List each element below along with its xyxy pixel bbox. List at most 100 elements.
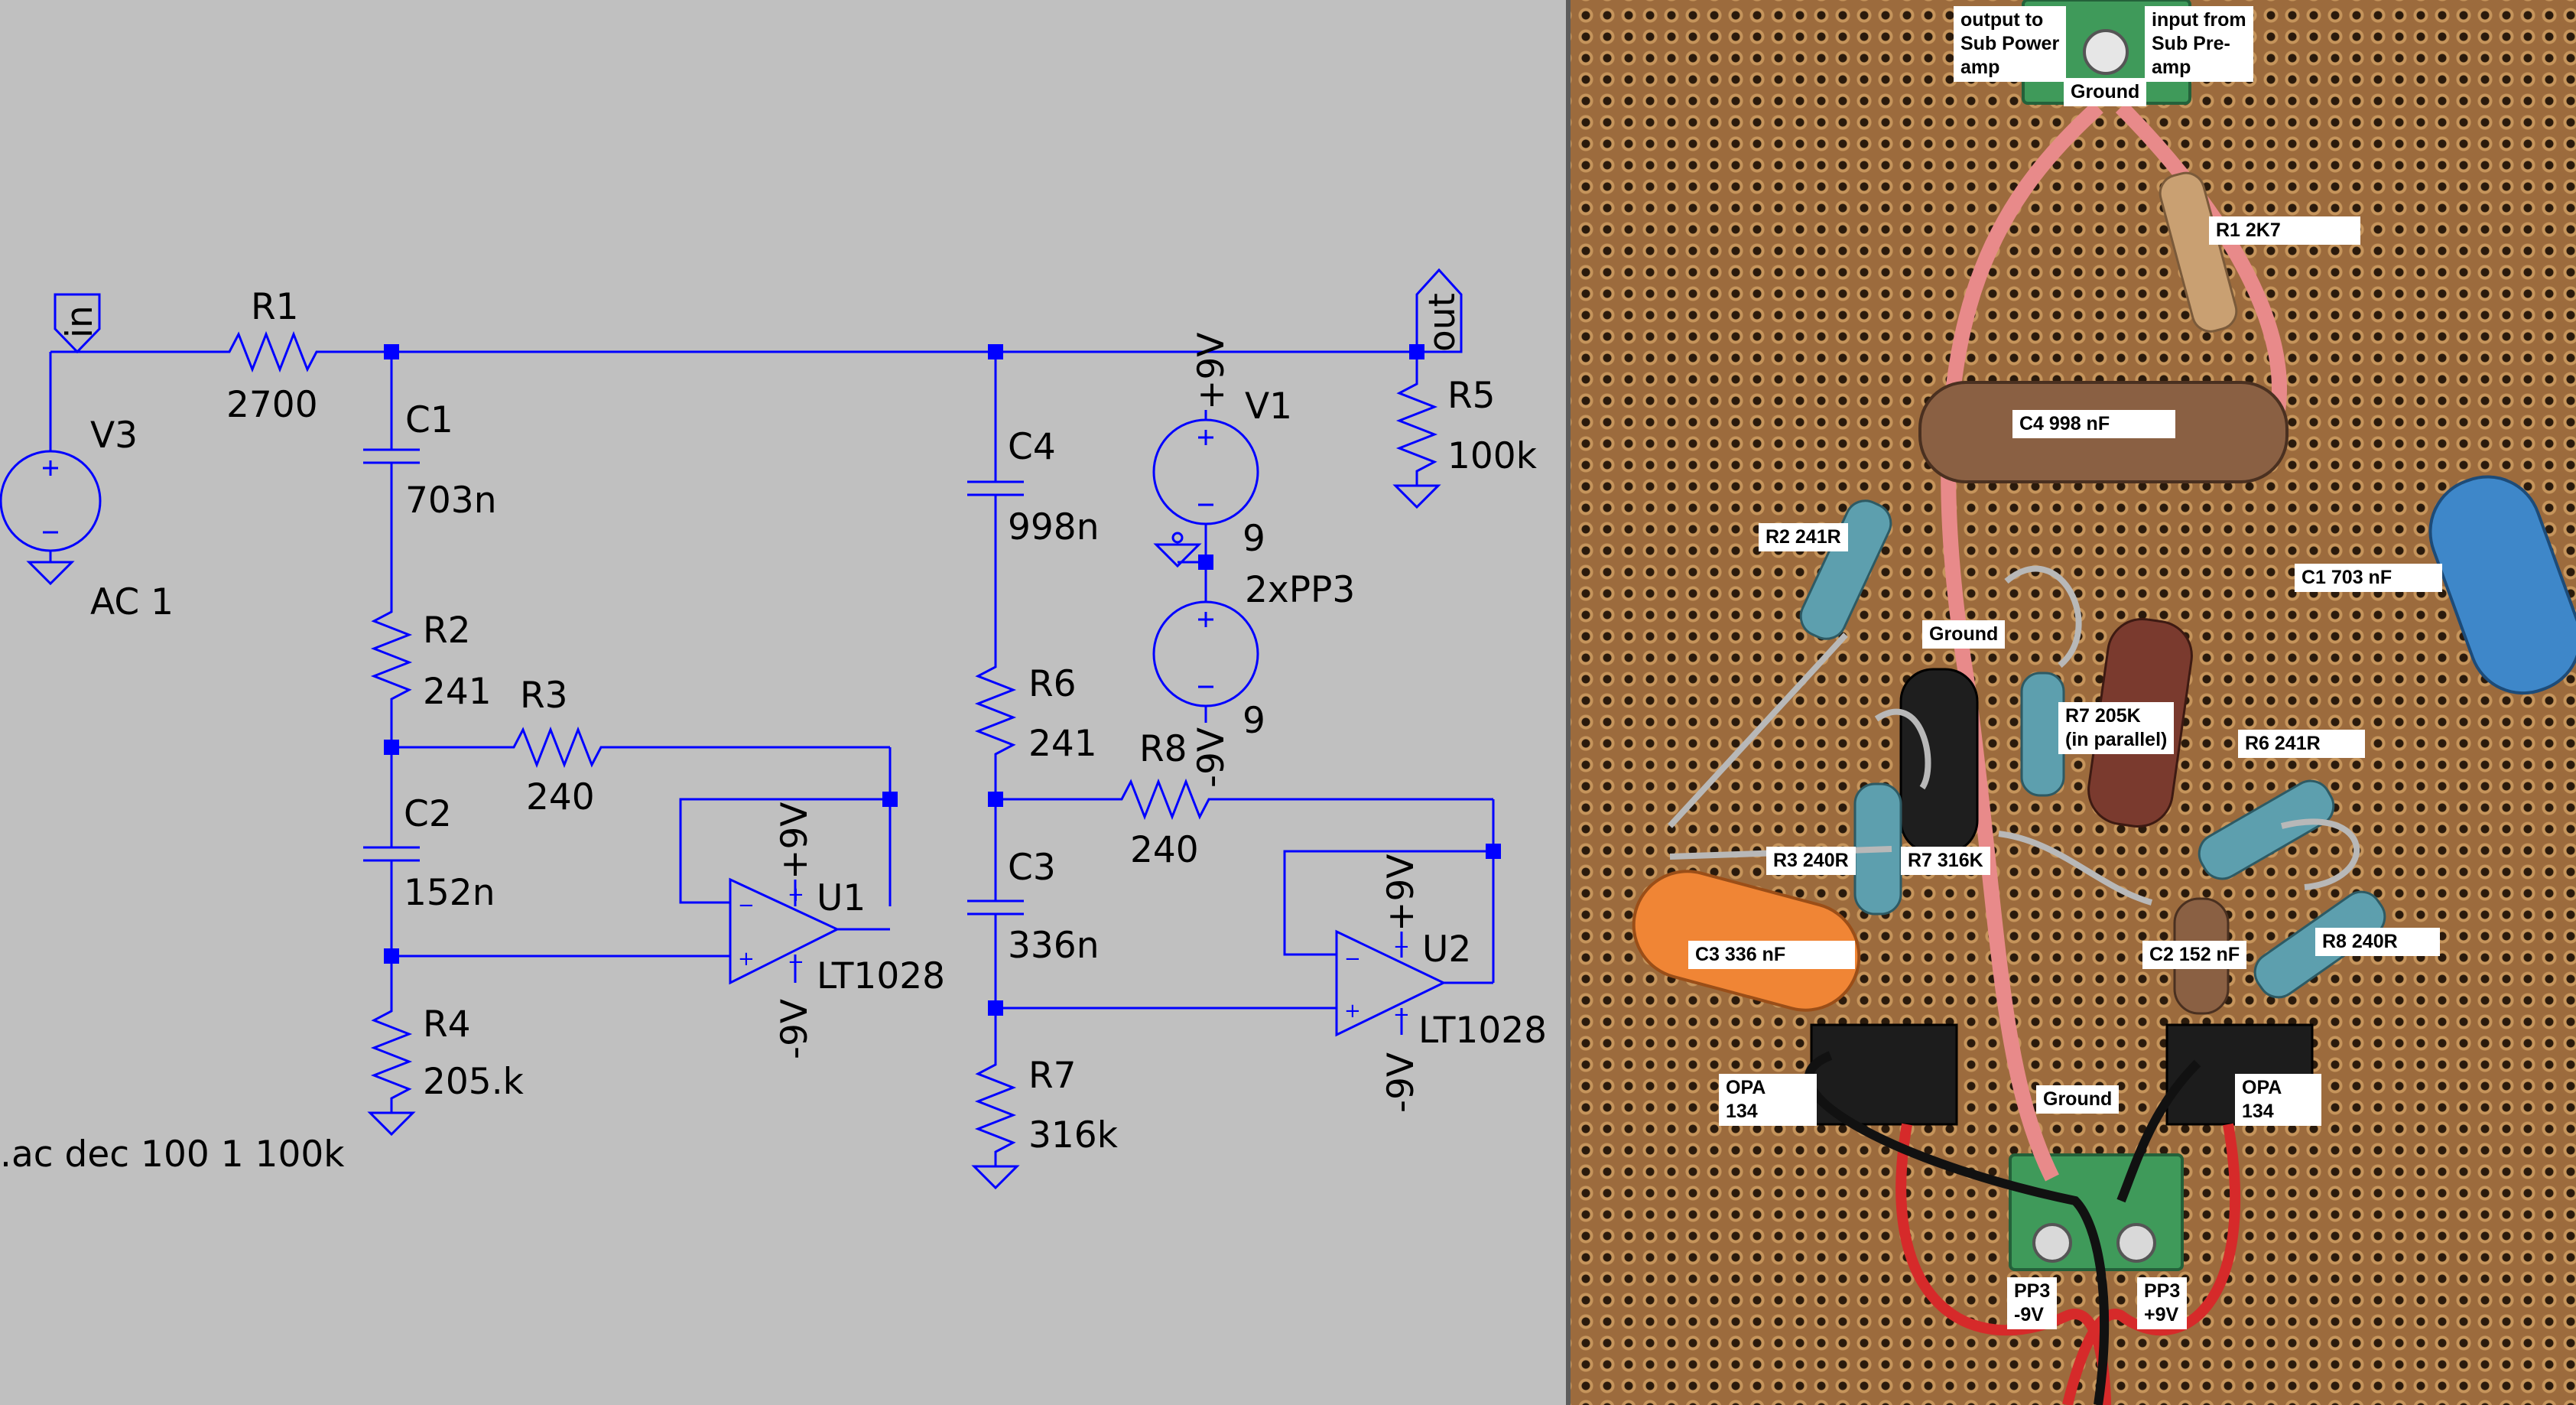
c1-value: 703n bbox=[405, 480, 497, 522]
capacitor-c1[interactable] bbox=[363, 448, 420, 464]
r1-value: 2700 bbox=[226, 384, 318, 426]
r2-value: 241 bbox=[423, 671, 492, 713]
c1-name: C1 bbox=[405, 399, 453, 441]
label-r3: R3 240R bbox=[1766, 847, 1856, 875]
label-r7a: R7 205K (in parallel) bbox=[2058, 702, 2175, 754]
u2-value: LT1028 bbox=[1418, 1010, 1547, 1052]
terminal-screw-top bbox=[2083, 29, 2129, 75]
c4-name: C4 bbox=[1008, 426, 1056, 468]
opamp-u1[interactable]: − + + − bbox=[729, 877, 840, 985]
v1-value-bottom: 9 bbox=[1243, 700, 1265, 742]
terminal-screw-bottom-right bbox=[2116, 1223, 2156, 1263]
v1-value-top: 9 bbox=[1243, 518, 1265, 560]
resistor-mid-body bbox=[2020, 672, 2065, 797]
v3-name: V3 bbox=[90, 415, 138, 457]
r5-value: 100k bbox=[1447, 435, 1538, 477]
svg-text:+: + bbox=[1344, 1000, 1361, 1023]
c4-value: 998n bbox=[1008, 506, 1100, 548]
label-r7b: R7 316K bbox=[1901, 847, 1990, 875]
label-r2: R2 241R bbox=[1759, 523, 1848, 551]
u1-value: LT1028 bbox=[817, 955, 945, 997]
label-ground-mid: Ground bbox=[1922, 620, 2006, 649]
label-opa-right: OPA 134 bbox=[2235, 1074, 2321, 1126]
r4-name: R4 bbox=[423, 1003, 471, 1046]
v1-plus-label: +9V bbox=[1191, 333, 1233, 410]
capacitor-c1-body bbox=[2428, 475, 2576, 695]
resistor-r4[interactable] bbox=[370, 1002, 413, 1107]
label-r8: R8 240R bbox=[2315, 928, 2440, 956]
panel-divider bbox=[1566, 0, 1571, 1405]
u1-plus-supply: +9V bbox=[774, 802, 816, 880]
label-opa-left: OPA 134 bbox=[1719, 1074, 1817, 1126]
capacitor-c4[interactable] bbox=[967, 480, 1024, 496]
v1-name: V1 bbox=[1245, 385, 1292, 428]
schematic-canvas: in out V3 AC 1 R1 2700 C1 703n R2 241 C2… bbox=[0, 268, 1547, 1190]
u1-minus-supply: -9V bbox=[774, 999, 816, 1059]
label-input: input from Sub Pre- amp bbox=[2145, 6, 2253, 82]
c2-name: C2 bbox=[404, 793, 452, 835]
resistor-r1[interactable] bbox=[218, 330, 329, 373]
stripboard-photo: output to Sub Power amp input from Sub P… bbox=[1571, 0, 2576, 1405]
u1-name: U1 bbox=[817, 877, 866, 919]
terminal-screw-bottom-left bbox=[2032, 1223, 2072, 1263]
v1-minus-label: -9V bbox=[1191, 727, 1233, 788]
svg-text:in: in bbox=[59, 305, 101, 338]
r6-name: R6 bbox=[1028, 663, 1077, 705]
r2-name: R2 bbox=[423, 610, 471, 652]
schematic-panel: in out V3 AC 1 R1 2700 C1 703n R2 241 C2… bbox=[0, 268, 1548, 1190]
black-wire-right bbox=[2116, 1059, 2201, 1203]
u2-minus-supply: -9V bbox=[1380, 1052, 1422, 1113]
junction-dots bbox=[384, 344, 1501, 1016]
label-c1: C1 703 nF bbox=[2295, 564, 2442, 592]
label-r6: R6 241R bbox=[2238, 730, 2365, 758]
r8-name: R8 bbox=[1139, 728, 1187, 770]
resistor-r3[interactable] bbox=[505, 726, 612, 769]
label-pp3-minus: PP3 -9V bbox=[2007, 1277, 2058, 1329]
ground-r7 bbox=[971, 1165, 1020, 1190]
label-pp3-plus: PP3 +9V bbox=[2137, 1277, 2188, 1329]
c3-value: 336n bbox=[1008, 925, 1100, 967]
pink-wire-left bbox=[1941, 101, 2103, 1182]
r7-name: R7 bbox=[1028, 1055, 1077, 1097]
input-net-label[interactable]: in bbox=[54, 293, 101, 354]
resistor-r6[interactable] bbox=[974, 658, 1017, 763]
label-c3: C3 336 nF bbox=[1688, 941, 1855, 969]
capacitor-c3[interactable] bbox=[967, 899, 1024, 916]
wire-u1-feedback bbox=[679, 798, 890, 904]
r8-value: 240 bbox=[1130, 829, 1199, 871]
source-v1[interactable] bbox=[1152, 410, 1259, 723]
resistor-r5[interactable] bbox=[1395, 375, 1438, 480]
c3-name: C3 bbox=[1008, 847, 1056, 889]
r3-value: 240 bbox=[526, 776, 595, 818]
r5-name: R5 bbox=[1447, 375, 1496, 417]
wire-u2-feedback bbox=[1283, 850, 1493, 956]
v3-value: AC 1 bbox=[90, 581, 174, 623]
label-ground-top: Ground bbox=[2064, 78, 2147, 106]
resistor-r7b-body bbox=[1899, 668, 1979, 854]
label-c4: C4 998 nF bbox=[2012, 410, 2175, 438]
ground-r5 bbox=[1392, 484, 1441, 509]
svg-text:−: − bbox=[1344, 948, 1361, 971]
r3-name: R3 bbox=[520, 675, 568, 717]
r1-name: R1 bbox=[251, 286, 299, 328]
resistor-r2-body bbox=[1799, 499, 1892, 640]
spice-directive: .ac dec 100 1 100k bbox=[0, 1133, 345, 1176]
r6-value: 241 bbox=[1028, 723, 1097, 765]
opamp-u2[interactable]: − + + − bbox=[1335, 929, 1447, 1037]
c2-value: 152n bbox=[404, 872, 495, 914]
output-net-label[interactable]: out bbox=[1415, 268, 1463, 353]
label-output: output to Sub Power amp bbox=[1954, 6, 2067, 82]
u2-plus-supply: +9V bbox=[1380, 854, 1422, 932]
ground-r4 bbox=[367, 1111, 416, 1137]
capacitor-c2[interactable] bbox=[363, 846, 420, 862]
source-v3[interactable] bbox=[0, 450, 102, 586]
resistor-r8[interactable] bbox=[1113, 778, 1220, 821]
resistor-r6-body bbox=[2198, 779, 2335, 880]
resistor-r2[interactable] bbox=[370, 600, 413, 711]
svg-text:+: + bbox=[738, 948, 755, 971]
u2-name: U2 bbox=[1422, 929, 1471, 971]
label-r1: R1 2K7 bbox=[2209, 216, 2360, 245]
svg-text:out: out bbox=[1421, 293, 1463, 352]
v1-note: 2xPP3 bbox=[1245, 569, 1355, 611]
resistor-r7[interactable] bbox=[974, 1055, 1017, 1161]
